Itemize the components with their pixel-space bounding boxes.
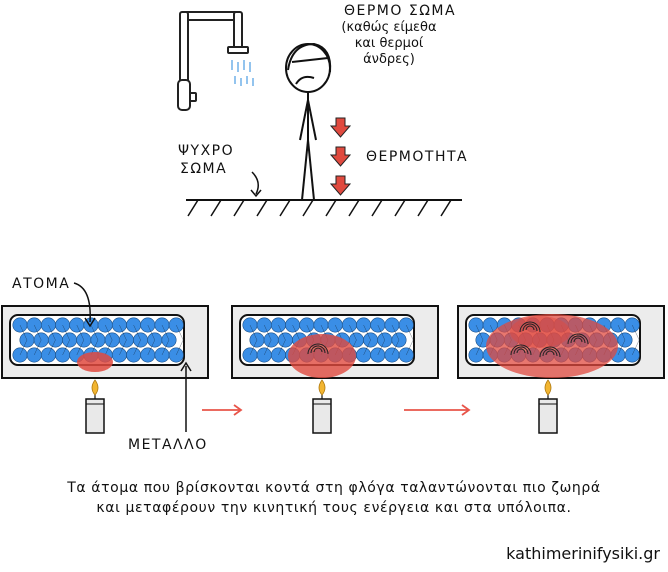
atom <box>341 317 357 333</box>
site-credit: kathimerinifysiki.gr <box>506 544 660 563</box>
cold-body-label: ΨΥΧΡΟ ΣΩΜΑ <box>178 142 234 178</box>
atom <box>285 317 301 333</box>
metal-bar-2 <box>231 305 439 379</box>
floor-hatching <box>187 199 452 217</box>
atom <box>356 347 372 363</box>
heat-arrow-1 <box>329 117 352 138</box>
heat-arrows <box>329 117 352 196</box>
hot-body-note-line2: και θερμοί <box>354 36 424 51</box>
vibration-icon <box>567 333 589 345</box>
candle-icon <box>312 379 332 434</box>
shower-icon <box>177 11 249 111</box>
vibration-icon <box>307 343 329 355</box>
hot-body-note-line3: άνδρες) <box>363 52 415 67</box>
water-drops-icon <box>231 60 254 86</box>
atom <box>118 332 134 348</box>
heat-arrow-2 <box>329 146 352 167</box>
metal-bar-3 <box>457 305 665 379</box>
atom <box>356 317 372 333</box>
metal-bar-1 <box>1 305 209 379</box>
heat-arrow-3 <box>329 175 352 196</box>
candle-icon <box>85 379 105 434</box>
candle-icon <box>538 379 558 434</box>
hot-body-label: ΘΕΡΜΟ ΣΩΜΑ <box>344 3 457 19</box>
flame-icon <box>318 379 326 396</box>
atoms-label: ΑΤΟΜΑ <box>12 276 71 292</box>
atom <box>270 317 286 333</box>
flame-icon <box>544 379 552 396</box>
stick-figure <box>285 42 332 201</box>
caption-line1: Τα άτομα που βρίσκονται κοντά στη φλόγα … <box>67 480 601 496</box>
cold-body-line1: ΨΥΧΡΟ <box>178 143 235 159</box>
hot-body-note: (καθώς είμεθα και θερμοί άνδρες) <box>334 20 444 68</box>
cold-body-line2: ΣΩΜΑ <box>180 161 228 177</box>
heat-glow <box>288 334 356 378</box>
metal-label: ΜΕΤΑΛΛΟ <box>128 437 208 453</box>
vibration-icon <box>519 321 541 333</box>
vibration-icon <box>510 344 532 356</box>
cold-body-pointer <box>251 171 259 195</box>
vibration-icon <box>539 346 561 358</box>
heat-glow <box>77 352 113 372</box>
atom <box>270 347 286 363</box>
progress-arrows <box>202 404 471 416</box>
caption-line2: και μεταφέρουν την κινητική τους ενέργει… <box>96 500 572 516</box>
hot-body-note-line1: (καθώς είμεθα <box>341 20 437 35</box>
heat-label: ΘΕΡΜΟΤΗΤΑ <box>366 149 469 165</box>
atoms-pointer <box>73 282 91 323</box>
flame-icon <box>91 379 99 396</box>
